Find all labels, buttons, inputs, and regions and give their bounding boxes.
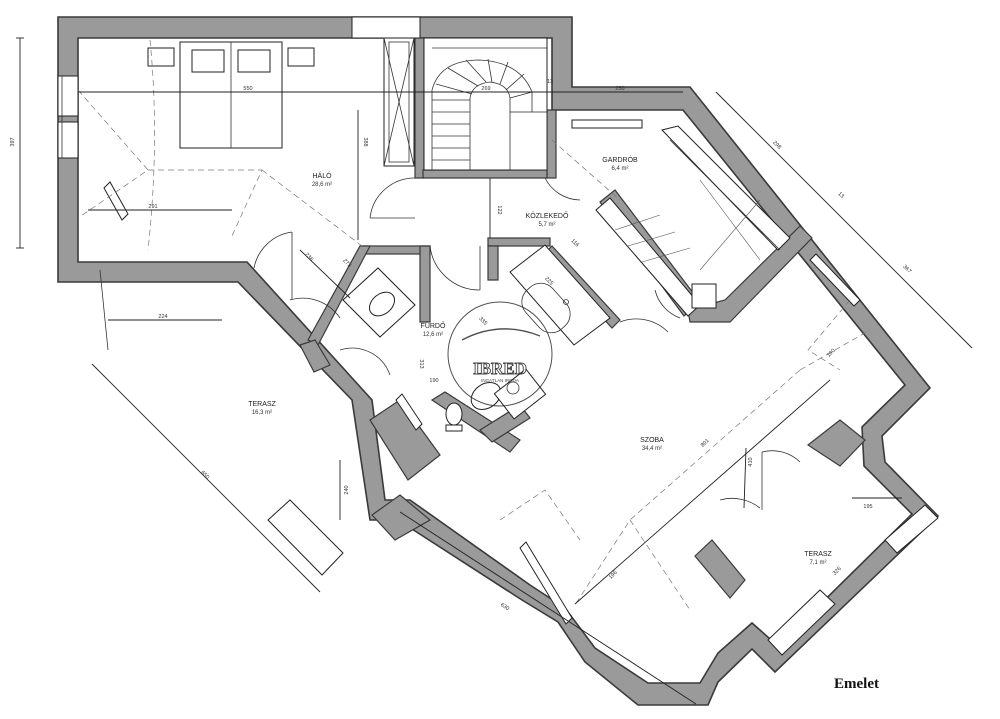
- staircase: [423, 37, 548, 171]
- wardrobe: [383, 37, 415, 167]
- dim-label: 13: [547, 79, 553, 85]
- watermark-tagline: INGATLAN IRODA: [481, 378, 519, 383]
- watermark-brand: IBRED: [473, 359, 527, 378]
- dim-label: 190: [429, 378, 438, 384]
- room-area-kozlekedo: 5,7 m²: [538, 222, 555, 228]
- room-name-gardrob: GARDRÓB: [602, 155, 638, 164]
- room-labels: HÁLÓ 28,6 m² GARDRÓB 6,4 m² KÖZLEKEDŐ 5,…: [248, 155, 832, 566]
- dim-label: 236: [303, 252, 314, 263]
- dim-label: 367: [901, 264, 912, 275]
- dim-label: 630: [499, 602, 510, 612]
- room-name-kozlekedo: KÖZLEKEDŐ: [526, 211, 569, 220]
- room-name-terasz-2: TERASZ: [804, 551, 832, 558]
- dim-label: 650: [199, 470, 210, 481]
- dim-label: 224: [158, 314, 167, 320]
- dim-label: 225: [543, 276, 554, 287]
- dimension-texts: 550 388 269 13 250 291 122 397 298 13 36…: [10, 79, 912, 612]
- dim-label: 291: [148, 204, 157, 210]
- dim-label: 550: [243, 86, 252, 92]
- roof-lines: [77, 39, 871, 611]
- dim-label: 388: [362, 137, 368, 146]
- windows: [57, 16, 939, 656]
- doors: [99, 177, 801, 510]
- room-name-terasz-1: TERASZ: [248, 401, 276, 408]
- room-name-szoba: SZOBA: [640, 437, 664, 444]
- room-area-terasz-2: 7,1 m²: [809, 560, 826, 566]
- radiators: [103, 181, 861, 625]
- dim-label: 326: [832, 566, 843, 577]
- dim-label: 801: [700, 438, 711, 449]
- dim-label: 116: [569, 238, 579, 248]
- closet-shelves: [595, 125, 791, 317]
- dim-label: 122: [496, 205, 502, 214]
- dim-label: 397: [10, 137, 16, 146]
- watermark-logo: IBRED INGATLAN IRODA: [447, 301, 553, 407]
- dim-label: 250: [615, 86, 624, 92]
- room-name-furdo: FÜRDŐ: [421, 321, 446, 330]
- dim-label: 313: [418, 359, 424, 368]
- dim-label: 335: [477, 316, 488, 327]
- room-area-gardrob: 6,4 m²: [611, 166, 628, 172]
- room-area-szoba: 34,4 m²: [642, 446, 662, 452]
- dim-label: 13: [836, 191, 845, 200]
- dim-label: 269: [481, 86, 490, 92]
- dim-label: 240: [344, 485, 350, 494]
- dim-label: 190: [826, 348, 837, 359]
- bathroom-fixtures: [342, 244, 611, 432]
- dim-label: 196: [608, 570, 619, 581]
- room-area-furdo: 12,6 m²: [423, 332, 443, 338]
- dim-label: 410: [748, 457, 754, 466]
- room-area-halo: 28,6 m²: [312, 182, 332, 188]
- dim-label: 298: [771, 140, 782, 151]
- bed: [147, 41, 315, 149]
- dim-label: 273: [341, 258, 352, 269]
- room-area-terasz-1: 16,3 m²: [252, 410, 272, 416]
- dimension-lines: [16, 37, 973, 705]
- floor-label: Emelet: [834, 676, 879, 692]
- room-name-halo: HÁLÓ: [312, 171, 332, 180]
- dim-label: 195: [863, 504, 872, 510]
